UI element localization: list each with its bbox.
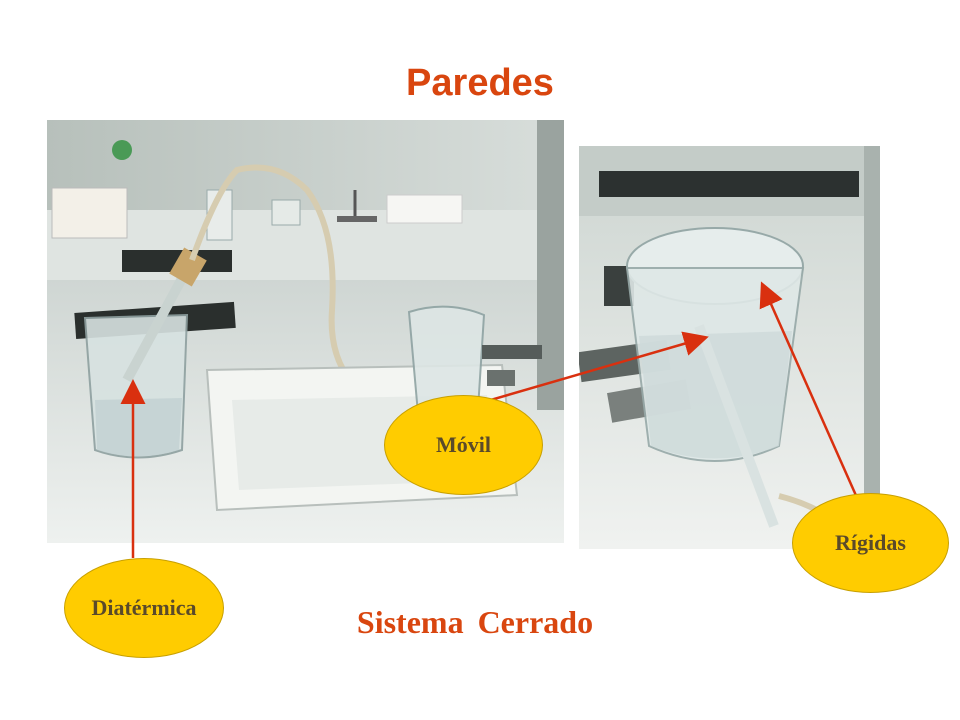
lab-photo-left-image — [47, 120, 564, 543]
slide-title: Paredes — [406, 62, 554, 104]
callout-rigidas: Rígidas — [792, 493, 949, 593]
callout-movil: Móvil — [384, 395, 543, 495]
callout-diatermica: Diatérmica — [64, 558, 224, 658]
lab-photo-right-image — [579, 146, 880, 549]
slide-subtitle: Sistema Cerrado — [356, 604, 594, 640]
callout-rigidas-label: Rígidas — [835, 530, 906, 555]
lab-photo-right — [579, 146, 880, 549]
lab-photo-left — [47, 120, 564, 543]
callout-diatermica-label: Diatérmica — [91, 595, 197, 620]
callout-movil-label: Móvil — [436, 432, 491, 457]
